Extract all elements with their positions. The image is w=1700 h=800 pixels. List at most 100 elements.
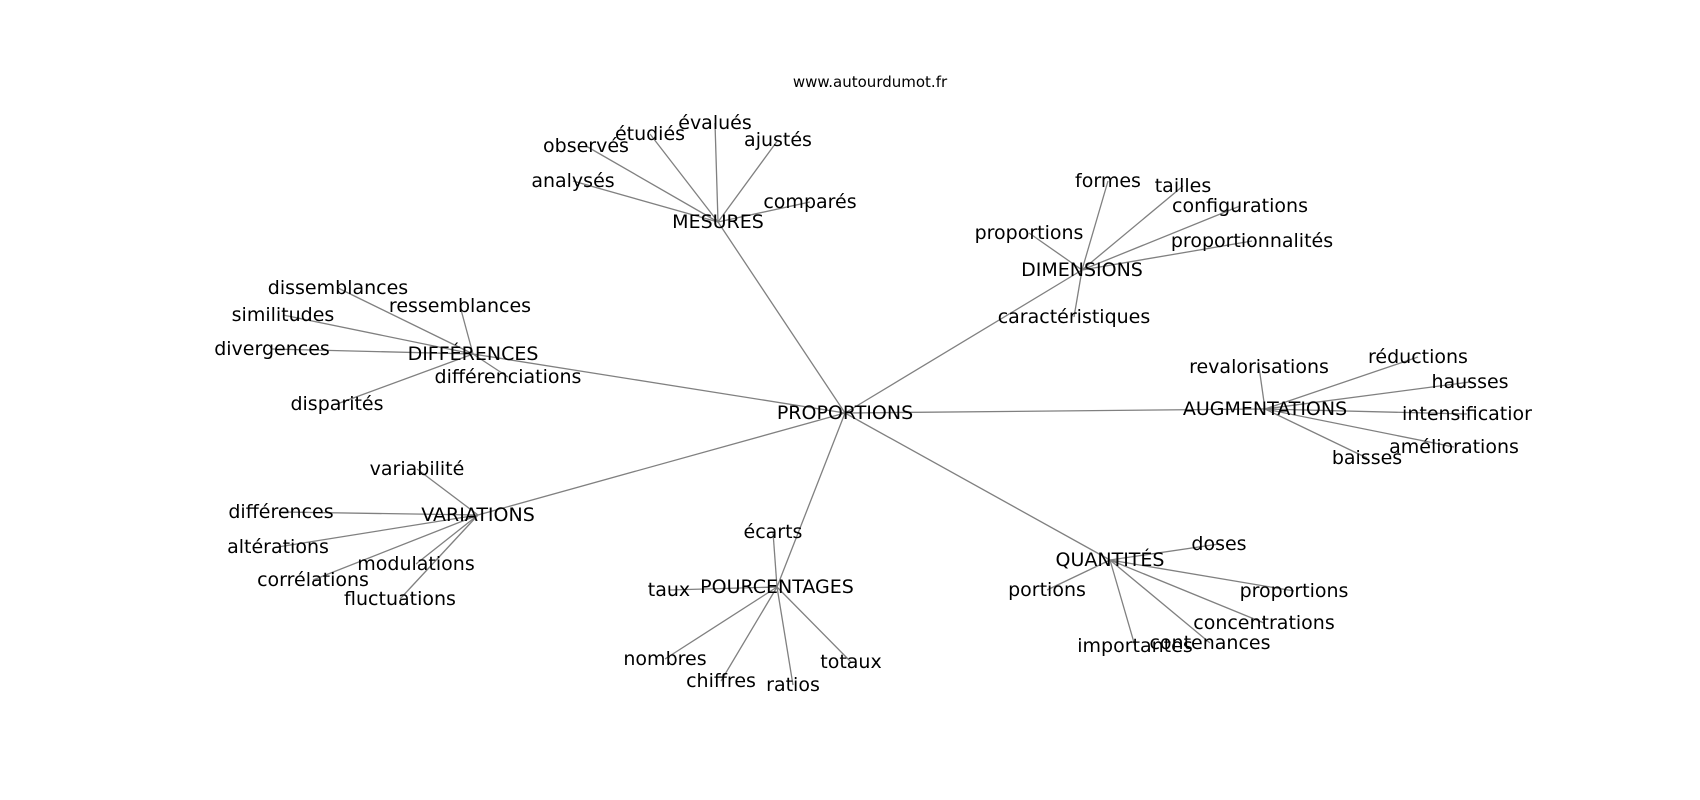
edge-quantites-proportions	[1109, 559, 1295, 592]
leaf-node-disparites: disparités	[290, 393, 383, 415]
edge-dimensions-caracteristiques	[1073, 269, 1083, 318]
leaf-node-caracteristiques: caractéristiques	[998, 306, 1151, 328]
watermark-text: www.autourdumot.fr	[793, 73, 948, 91]
leaf-node-ameliorations: améliorations	[1389, 436, 1519, 458]
leaf-node-revalorisations: revalorisations	[1189, 356, 1329, 378]
leaf-node-importantes: importantes	[1077, 635, 1192, 657]
edge-root-pourcentages	[776, 412, 846, 588]
leaf-node-taux: taux	[648, 579, 690, 601]
leaf-node-ressemblances: ressemblances	[389, 295, 531, 317]
leaf-node-proportionnalites: proportionnalités	[1171, 230, 1333, 252]
edge-differences-disparites	[336, 353, 474, 405]
edge-mesures-etudies	[649, 133, 719, 223]
leaf-node-doses: doses	[1191, 533, 1246, 555]
leaf-node-correlations: corrélations	[257, 569, 369, 591]
leaf-node-modulations: modulations	[357, 553, 474, 575]
edge-variations-fluctuations	[399, 514, 479, 600]
edge-quantites-importantes	[1109, 559, 1136, 647]
leaf-node-evalues: évalués	[678, 112, 752, 134]
edge-pourcentages-ecarts	[772, 531, 778, 588]
edge-layer	[271, 122, 1471, 686]
leaf-node-concentrations: concentrations	[1193, 612, 1335, 634]
edge-mesures-ajustes	[717, 139, 779, 223]
edge-dimensions-configurations	[1081, 205, 1241, 271]
edge-mesures-compares	[717, 201, 811, 223]
leaf-node-compares: comparés	[763, 191, 856, 213]
edge-differences-dissemblances	[337, 287, 474, 355]
hub-node-differences: DIFFÉRENCES	[408, 342, 539, 365]
edge-differences-divergences	[271, 348, 474, 355]
edge-mesures-observes	[585, 145, 719, 223]
edge-pourcentages-chiffres	[720, 586, 778, 682]
edge-mesures-evalues	[714, 122, 719, 223]
leaf-node-divergences: divergences	[214, 338, 330, 360]
edge-variations-modulations	[415, 514, 479, 565]
edge-variations-alterations	[277, 514, 479, 548]
leaf-node-tailles: tailles	[1155, 175, 1212, 197]
edge-quantites-contenances	[1109, 559, 1211, 644]
hub-node-mesures: MESURES	[672, 211, 764, 233]
edge-dimensions-proportionnalites	[1081, 240, 1253, 271]
edge-augmentations-reductions	[1264, 356, 1419, 410]
leaf-node-similitudes: similitudes	[232, 304, 335, 326]
leaf-node-fluctuations: fluctuations	[344, 588, 456, 610]
edge-augmentations-revalorisations	[1258, 366, 1266, 410]
edge-augmentations-intensificatior	[1264, 408, 1468, 415]
leaf-node-baisses: baisses	[1332, 447, 1402, 469]
leaf-node-ratios: ratios	[766, 674, 820, 696]
leaf-node-nombres: nombres	[623, 648, 706, 670]
leaf-node-differenciations: différenciations	[435, 366, 582, 388]
hub-node-pourcentages: POURCENTAGES	[700, 576, 854, 598]
leaf-node-proportions: proportions	[1240, 580, 1349, 602]
edge-dimensions-formes	[1081, 180, 1109, 271]
leaf-node-chiffres: chiffres	[686, 670, 756, 692]
leaf-node-alterations: altérations	[227, 536, 329, 558]
leaf-node-dissemblances: dissemblances	[268, 277, 408, 299]
edge-augmentations-hausses	[1264, 381, 1471, 410]
edge-variations-variabilite	[416, 468, 479, 516]
leaf-node-contenances: contenances	[1149, 632, 1270, 654]
leaf-node-differences: différences	[228, 501, 333, 523]
edge-root-dimensions	[844, 269, 1083, 414]
edge-pourcentages-nombres	[664, 586, 778, 660]
edge-dimensions-proportions	[1028, 232, 1083, 271]
edge-differences-similitudes	[282, 314, 474, 355]
edge-pourcentages-totaux	[776, 586, 852, 663]
leaf-node-totaux: totaux	[820, 651, 881, 673]
edge-root-quantites	[844, 412, 1111, 561]
edge-root-mesures	[717, 221, 846, 414]
edge-root-variations	[477, 412, 846, 516]
leaf-node-analyses: analysés	[531, 170, 614, 192]
edge-root-differences	[472, 353, 846, 414]
leaf-node-formes: formes	[1075, 170, 1141, 192]
edge-root-augmentations	[844, 408, 1266, 414]
leaf-node-intensificatior: intensificatior	[1402, 403, 1532, 425]
leaf-node-hausses: hausses	[1431, 371, 1508, 393]
edge-pourcentages-taux	[668, 586, 778, 591]
hub-node-augmentations: AUGMENTATIONS	[1183, 398, 1347, 420]
edge-augmentations-ameliorations	[1264, 408, 1455, 448]
root-node-label: PROPORTIONS	[777, 402, 913, 424]
leaf-node-reductions: réductions	[1368, 346, 1468, 368]
label-layer: PROPORTIONS MESURES observésétudiésévalués…	[214, 112, 1532, 696]
hub-node-dimensions: DIMENSIONS	[1021, 259, 1143, 281]
edge-dimensions-tailles	[1081, 185, 1184, 271]
edge-differences-differenciations	[472, 353, 509, 378]
edge-mesures-analyses	[572, 180, 719, 223]
edge-augmentations-baisses	[1264, 408, 1368, 459]
hub-node-variations: VARIATIONS	[421, 504, 535, 526]
leaf-node-etudies: étudiés	[615, 123, 685, 145]
edge-quantites-doses	[1109, 543, 1220, 561]
leaf-node-proportions: proportions	[975, 222, 1084, 244]
hub-node-quantites: QUANTITÉS	[1056, 548, 1165, 571]
leaf-node-observes: observés	[543, 135, 629, 157]
leaf-node-ajustes: ajustés	[744, 129, 812, 151]
edge-variations-differences	[280, 511, 479, 516]
edge-quantites-portions	[1046, 559, 1111, 591]
edge-quantites-concentrations	[1109, 559, 1265, 624]
leaf-node-variabilite: variabilité	[370, 458, 465, 480]
leaf-node-ecarts: écarts	[744, 521, 803, 543]
leaf-node-portions: portions	[1008, 579, 1086, 601]
